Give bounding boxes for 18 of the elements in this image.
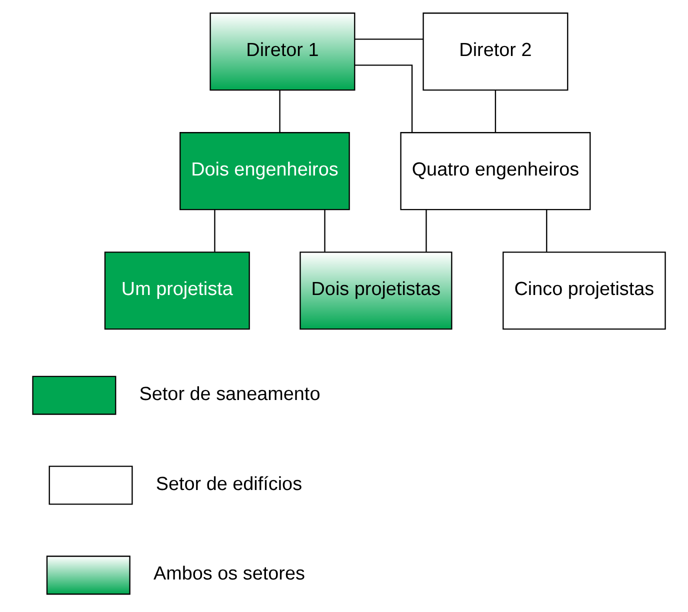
node-box: Dois engenheiros [180,132,350,210]
connector [426,210,427,252]
node-box: Dois projetistas [300,252,452,330]
legend-label: Ambos os setores [153,564,305,585]
connector [494,90,496,132]
connector [354,38,424,40]
connector [279,90,280,132]
node-box: Diretor 2 [422,12,568,91]
node-box: Cinco projetistas [502,252,666,330]
connector [546,210,548,252]
node-box: Quatro engenheiros [400,132,591,210]
connector [354,64,413,133]
legend-label: Setor de saneamento [139,384,320,405]
node-box: Diretor 1 [210,12,356,91]
connector [214,210,216,252]
connector [324,210,326,252]
legend-label: Setor de edifícios [156,474,302,495]
node-box: Um projetista [104,252,250,330]
